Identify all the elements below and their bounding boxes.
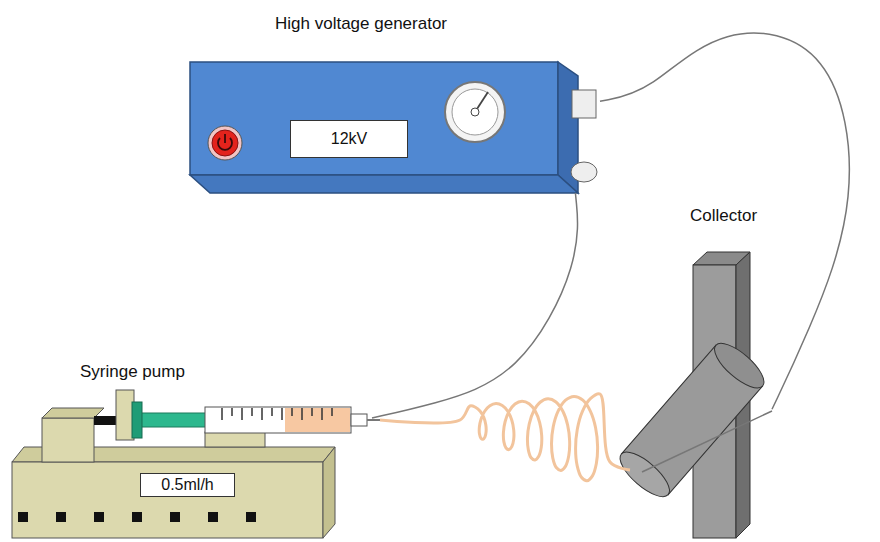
power-button xyxy=(208,126,242,160)
device: Syringe pump0.5ml/h xyxy=(12,400,372,538)
device-label: Syringe pump xyxy=(80,362,185,382)
scale-tick xyxy=(271,408,273,416)
collector-drum xyxy=(613,336,770,503)
pump-dot xyxy=(18,512,28,522)
pump-dot xyxy=(132,512,142,522)
pump-dot xyxy=(56,512,66,522)
scale-tick xyxy=(301,408,303,420)
syringe xyxy=(94,390,380,440)
device-label: High voltage generator xyxy=(275,14,447,34)
scale-tick xyxy=(321,408,323,420)
scale-tick xyxy=(221,408,223,420)
scale-tick xyxy=(231,408,233,416)
display-value: 12kV xyxy=(331,130,367,148)
generator-housing xyxy=(190,62,597,193)
hv-wire xyxy=(600,33,849,409)
pump-dot xyxy=(246,512,256,522)
pump-dot xyxy=(208,512,218,522)
pump-dot xyxy=(170,512,180,522)
scale-tick xyxy=(291,408,293,416)
gauge xyxy=(445,82,505,142)
device: Collector xyxy=(612,252,772,538)
pump-dot xyxy=(94,512,104,522)
display-box: 0.5ml/h xyxy=(140,473,235,497)
device: High voltage generator12kV xyxy=(190,62,600,193)
display-value: 0.5ml/h xyxy=(161,476,213,494)
device-label: Collector xyxy=(690,206,757,226)
scale-tick xyxy=(261,408,263,420)
wire xyxy=(642,411,772,472)
scale-tick xyxy=(331,408,333,416)
hv-wire xyxy=(372,193,578,418)
display-box: 12kV xyxy=(290,120,408,158)
scale-tick xyxy=(251,408,253,416)
scale-tick xyxy=(311,408,313,416)
scale-tick xyxy=(281,408,283,420)
scale-tick xyxy=(241,408,243,420)
